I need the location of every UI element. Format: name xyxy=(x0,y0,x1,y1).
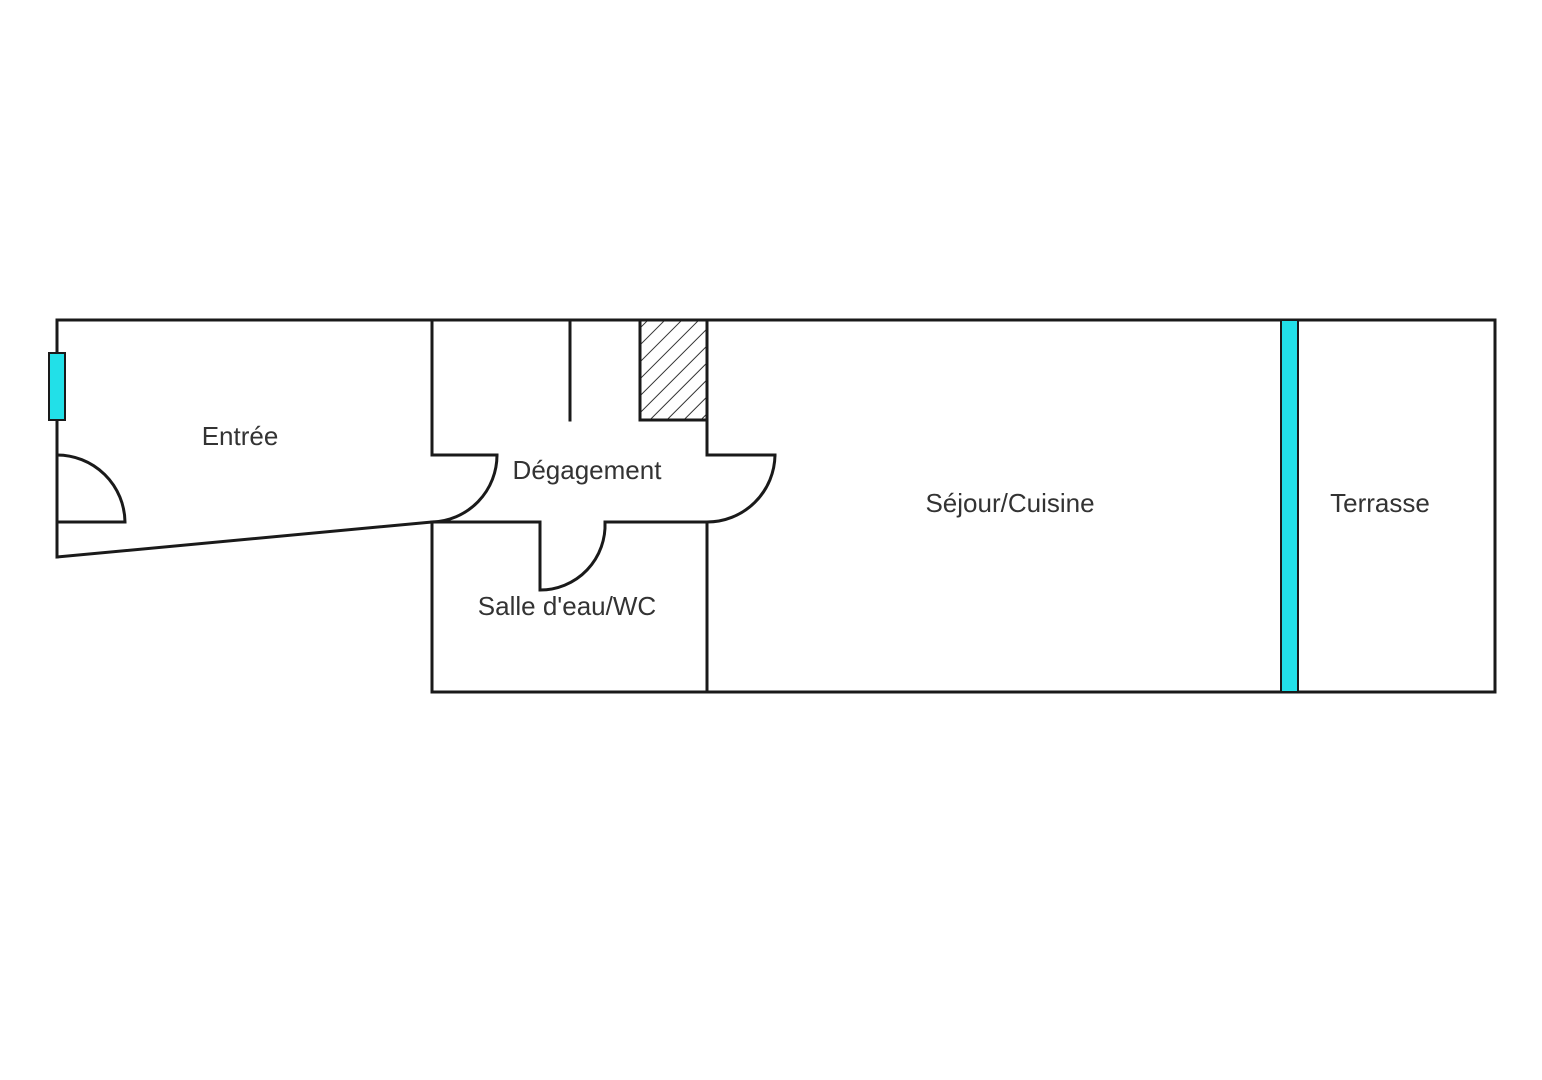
doors xyxy=(56,453,777,592)
entree-wall-outline xyxy=(55,318,434,559)
entree-door xyxy=(56,453,127,524)
degagement-right-wall xyxy=(705,318,777,457)
degagement-door-right xyxy=(706,454,777,524)
terrasse-window xyxy=(1280,319,1299,693)
entree-window xyxy=(48,352,66,421)
room-label-terrasse: Terrasse xyxy=(1330,488,1430,518)
degagement-door-left xyxy=(431,454,499,524)
salle-eau-door xyxy=(538,521,607,592)
room-label-sejour: Séjour/Cuisine xyxy=(925,488,1094,518)
room-labels: Entrée Dégagement Salle d'eau/WC Séjour/… xyxy=(202,421,1430,621)
windows xyxy=(48,319,1299,693)
room-label-entree: Entrée xyxy=(202,421,279,451)
room-label-degagement: Dégagement xyxy=(513,455,663,485)
room-label-salle-eau: Salle d'eau/WC xyxy=(478,591,656,621)
walls xyxy=(55,318,1497,694)
shaft-hatch xyxy=(638,318,709,422)
